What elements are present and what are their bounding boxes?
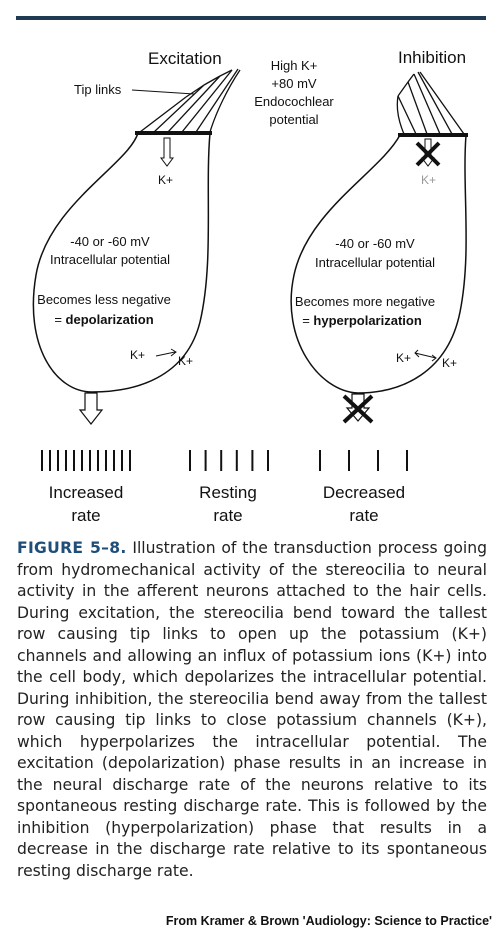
excitation-k-out-left: K+ xyxy=(130,348,145,362)
rate-label-increased-2: rate xyxy=(71,506,100,525)
inhibition-blocked-x-icon xyxy=(415,141,441,167)
excitation-cell-body xyxy=(32,132,211,393)
rate-label-resting-2: rate xyxy=(213,506,242,525)
rate-label-resting: Resting xyxy=(199,483,257,502)
excitation-potential-value: -40 or -60 mV xyxy=(70,234,150,249)
svg-text:potential: potential xyxy=(269,112,318,127)
inhibition-stereocilia xyxy=(396,71,465,135)
excitation-k-influx-arrow xyxy=(160,137,174,167)
excitation-effect-line2: = depolarization xyxy=(54,312,153,327)
inhibition-effect-line2: = hyperpolarization xyxy=(302,313,422,328)
excitation-hair-cell: Excitation Tip links K+ -40 or -60 mV In… xyxy=(32,49,241,425)
caption-text: Illustration of the transduction process… xyxy=(17,539,487,880)
endocochlear-label: High K+ +80 mV Endocochlear potential xyxy=(254,58,334,127)
excitation-k-efflux-arrow xyxy=(155,348,177,357)
top-rule xyxy=(16,16,486,20)
svg-text:High K+: High K+ xyxy=(271,58,318,73)
transduction-figure: Excitation Tip links K+ -40 or -60 mV In… xyxy=(16,16,486,525)
inhibition-k-efflux-arrow xyxy=(414,349,437,362)
spike-train-increased xyxy=(41,450,131,471)
tip-links-pointer xyxy=(131,89,195,95)
inhibition-cell-body xyxy=(290,134,467,394)
inhibition-hair-cell: Inhibition K+ -40 or -60 mV Intracellula… xyxy=(290,48,468,424)
excitation-output-arrow xyxy=(78,392,104,425)
inhibition-k-out-left: K+ xyxy=(396,351,411,365)
rate-label-decreased-2: rate xyxy=(349,506,378,525)
inhibition-output-blocked-x-icon xyxy=(342,394,374,424)
tip-links-label: Tip links xyxy=(74,82,122,97)
inhibition-potential-value: -40 or -60 mV xyxy=(335,236,415,251)
rate-label-decreased: Decreased xyxy=(323,483,405,502)
excitation-effect-line1: Becomes less negative xyxy=(37,292,171,307)
rate-labels: Increased rate Resting rate Decreased ra… xyxy=(49,483,405,525)
rate-label-increased: Increased xyxy=(49,483,124,502)
excitation-stereocilia xyxy=(139,68,241,133)
excitation-k-out-right: K+ xyxy=(178,354,193,368)
spike-train-resting xyxy=(189,450,269,471)
excitation-potential-label: Intracellular potential xyxy=(50,252,170,267)
inhibition-k-in-label: K+ xyxy=(421,173,436,187)
figure-caption: FIGURE 5–8. Illustration of the transduc… xyxy=(17,538,487,882)
svg-text:+80 mV: +80 mV xyxy=(271,76,316,91)
excitation-k-in-label: K+ xyxy=(158,173,173,187)
svg-text:Endocochlear: Endocochlear xyxy=(254,94,334,109)
source-credit: From Kramer & Brown 'Audiology: Science … xyxy=(165,914,492,928)
inhibition-title: Inhibition xyxy=(398,48,466,67)
inhibition-effect-line1: Becomes more negative xyxy=(295,294,435,309)
figure-label: FIGURE 5–8. xyxy=(17,539,127,557)
spike-train-decreased xyxy=(319,450,408,471)
inhibition-potential-label: Intracellular potential xyxy=(315,255,435,270)
excitation-title: Excitation xyxy=(148,49,222,68)
inhibition-k-out-right: K+ xyxy=(442,356,457,370)
